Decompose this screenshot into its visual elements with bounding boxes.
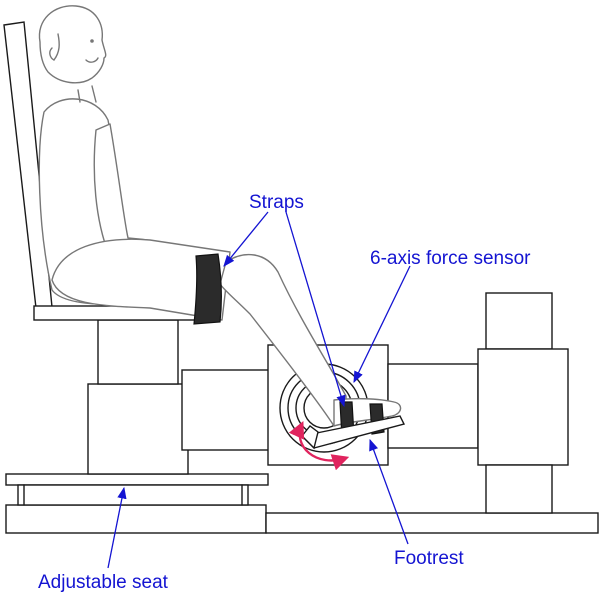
label-footrest: Footrest — [394, 548, 464, 569]
seated-person — [38, 5, 402, 427]
thigh-strap — [193, 253, 222, 325]
seat-column — [87, 319, 189, 475]
label-adjustable-seat: Adjustable seat — [38, 572, 169, 593]
rotation-arrow — [288, 420, 350, 471]
label-leaders — [107, 211, 411, 569]
actuator-stack — [477, 292, 569, 514]
base-platform — [5, 504, 599, 534]
label-straps: Straps — [249, 192, 304, 213]
adjustable-seat-rail — [5, 473, 269, 506]
label-force-sensor: 6-axis force sensor — [370, 248, 531, 269]
